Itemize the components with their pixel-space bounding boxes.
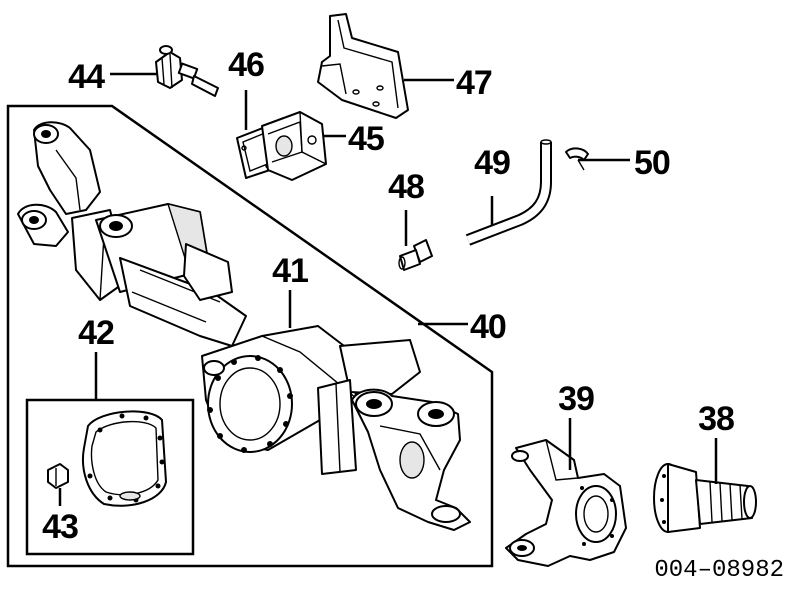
callout-48: 48 — [388, 168, 424, 206]
callout-43: 43 — [42, 508, 78, 546]
part-39-knuckle — [505, 439, 627, 567]
part-48-plug — [398, 239, 433, 271]
part-38-hub — [653, 463, 757, 533]
part-47-bracket — [317, 13, 409, 119]
part-43-plug — [47, 463, 69, 489]
cover-kit-frame — [25, 398, 195, 556]
callout-47: 47 — [456, 64, 492, 102]
callout-40: 40 — [470, 308, 506, 346]
callout-45: 45 — [348, 120, 384, 158]
part-44-fitting — [155, 45, 219, 97]
callout-39: 39 — [558, 380, 594, 418]
part-45-actuator — [261, 111, 327, 181]
callout-50: 50 — [634, 144, 670, 182]
part-42-cover — [82, 410, 167, 507]
callout-46: 46 — [228, 46, 264, 84]
callout-38: 38 — [698, 400, 734, 438]
part-41-axle-housing — [17, 121, 471, 531]
callout-49: 49 — [474, 144, 510, 182]
axle-assembly-frame — [6, 104, 494, 568]
reference-code: 004–08982 — [654, 557, 784, 584]
callout-42: 42 — [78, 314, 114, 352]
leader-lines — [58, 72, 718, 506]
callout-41: 41 — [272, 252, 308, 290]
callout-44: 44 — [68, 58, 105, 96]
part-49-hose — [465, 139, 552, 246]
